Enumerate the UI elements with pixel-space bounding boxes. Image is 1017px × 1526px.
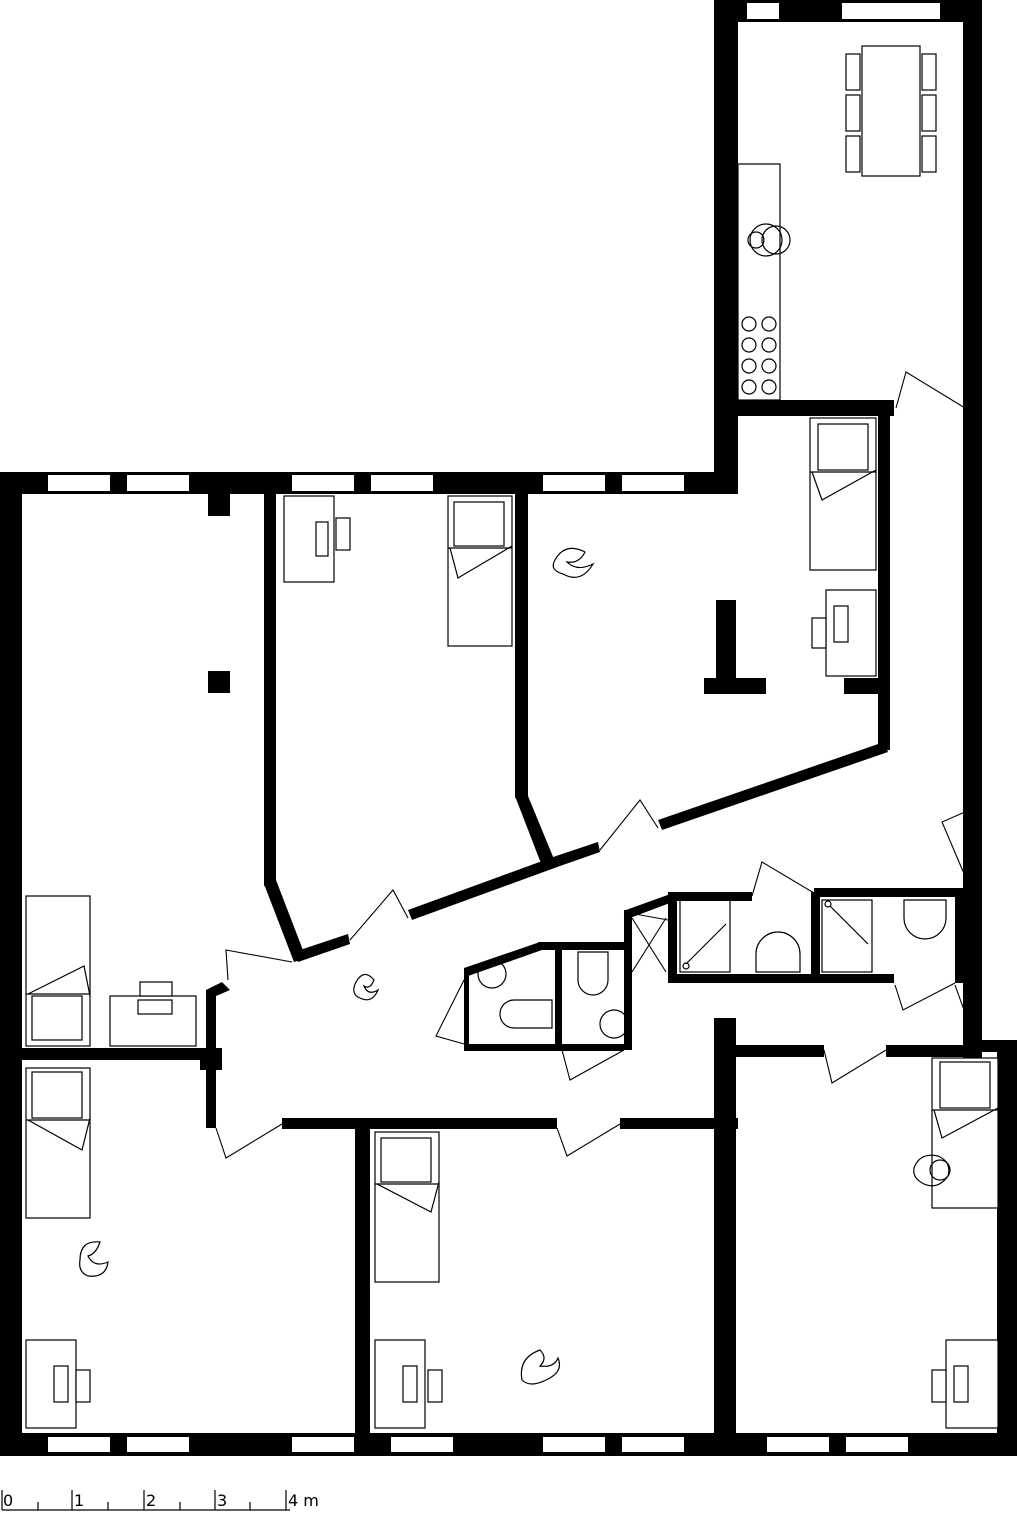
desk-icon — [931, 1339, 999, 1429]
doors — [215, 371, 974, 1159]
bed-icon — [809, 417, 877, 571]
desk-icon — [811, 589, 877, 677]
bedroom-1 — [283, 495, 513, 647]
basin-icon — [599, 1009, 629, 1039]
wc-2 — [577, 951, 629, 1039]
exterior-walls — [0, 0, 1017, 1456]
person-icon — [552, 547, 595, 578]
bedroom-3 — [25, 1067, 109, 1429]
shower-room-2 — [821, 899, 947, 973]
bedroom-2 — [552, 417, 877, 677]
toilet-icon — [577, 951, 609, 996]
shower-room-1 — [679, 899, 801, 973]
desk-icon — [283, 495, 351, 583]
scale-tick-4m: 4 m — [288, 1491, 319, 1510]
interior-walls — [0, 400, 982, 1456]
wc-1 — [477, 959, 553, 1029]
bedroom-4 — [374, 1131, 561, 1429]
windows — [48, 3, 940, 1452]
scale-tick-0: 0 — [3, 1491, 13, 1510]
bedroom-5 — [913, 1057, 999, 1429]
stove-icon — [741, 316, 777, 395]
kitchen-sink-icon — [747, 223, 791, 257]
bed-icon — [931, 1057, 999, 1209]
kitchen-counter — [737, 163, 781, 401]
scale-bar: 0 1 2 3 4 m — [1, 1490, 319, 1511]
toilet-icon — [755, 931, 801, 973]
person-icon — [913, 1154, 951, 1187]
bed-icon — [374, 1131, 440, 1283]
hallway-person-icon — [353, 973, 380, 1001]
basin-icon — [477, 959, 507, 989]
bed-icon — [25, 1067, 91, 1219]
desk-icon — [374, 1339, 443, 1429]
bed-icon — [25, 895, 91, 1047]
scale-tick-1: 1 — [74, 1491, 84, 1510]
dining-table — [845, 45, 937, 177]
toilet-icon — [903, 899, 947, 940]
kitchen-dining-room — [737, 45, 937, 401]
shower-icon — [821, 899, 873, 973]
toilet-icon — [499, 999, 553, 1029]
desk-icon — [109, 981, 197, 1047]
scale-tick-2: 2 — [146, 1491, 156, 1510]
person-icon — [79, 1241, 109, 1277]
living-room — [25, 895, 197, 1047]
shower-icon — [679, 899, 731, 973]
bed-icon — [447, 495, 513, 647]
scale-tick-3: 3 — [217, 1491, 227, 1510]
person-icon — [520, 1349, 561, 1385]
desk-icon — [25, 1339, 91, 1429]
